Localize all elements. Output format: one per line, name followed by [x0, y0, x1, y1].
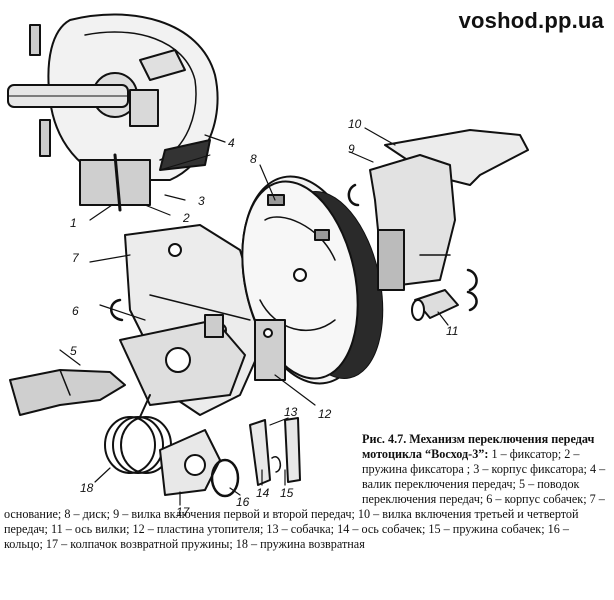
shift-lever	[9, 369, 126, 416]
callout-18: 18	[80, 481, 94, 495]
figure-legend-part1: 1 – фиксатор; 2 – пружина фиксатора ; 3 …	[362, 447, 606, 506]
pressure-plate	[254, 319, 286, 381]
callout-17: 17	[176, 505, 191, 519]
leader-lines	[59, 127, 449, 506]
callout-6: 6	[72, 304, 79, 318]
fork-axle	[411, 289, 459, 321]
callout-8: 8	[250, 152, 257, 166]
figure-caption-bottom: основание; 8 – диск; 9 – вилка включения…	[4, 507, 579, 551]
callout-1: 1	[70, 216, 77, 230]
return-spring	[104, 394, 172, 474]
shift-forks	[369, 129, 529, 291]
callout-7: 7	[72, 251, 80, 265]
pawls	[249, 417, 301, 486]
figure-title: Рис. 4.7. Механизм переключения передач …	[362, 432, 595, 461]
callout-16: 16	[236, 495, 250, 509]
callout-15: 15	[280, 486, 294, 500]
callout-13: 13	[284, 405, 298, 419]
figure-caption-top: Рис. 4.7. Механизм переключения передач …	[362, 432, 610, 507]
callout-11: 11	[446, 324, 458, 338]
site-watermark: voshod.pp.ua	[458, 8, 604, 33]
spring-cap	[159, 429, 221, 496]
ring	[210, 458, 240, 498]
callout-4: 4	[228, 136, 235, 150]
shift-housing-assembly	[7, 13, 219, 212]
pawl-housing	[119, 314, 246, 406]
callout-14: 14	[256, 486, 270, 500]
callout-2: 2	[182, 211, 190, 225]
callout-10: 10	[348, 117, 362, 131]
callout-3: 3	[198, 194, 205, 208]
callout-5: 5	[70, 344, 77, 358]
callout-9: 9	[348, 142, 355, 156]
callout-12: 12	[318, 407, 332, 421]
circlips	[110, 183, 478, 322]
